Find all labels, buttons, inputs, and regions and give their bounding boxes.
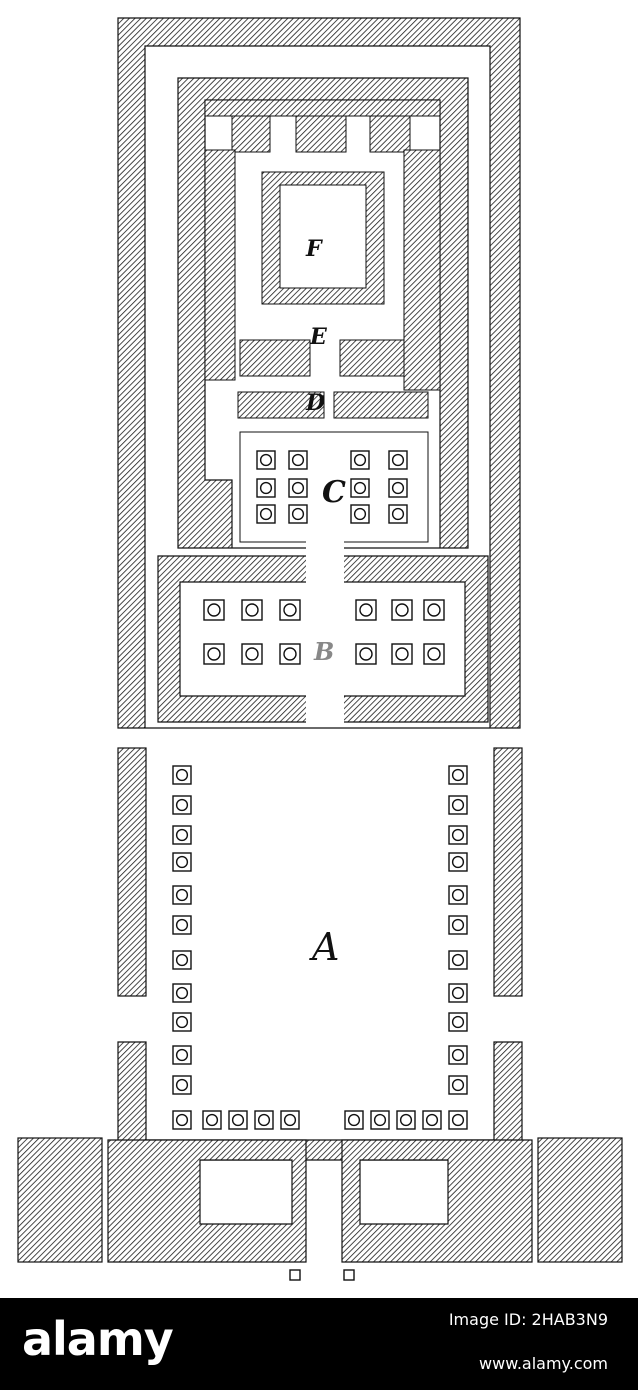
column bbox=[172, 795, 192, 815]
column bbox=[256, 504, 276, 524]
column bbox=[396, 1110, 416, 1130]
brand-logo: alamy bbox=[22, 1312, 174, 1366]
column bbox=[172, 852, 192, 872]
column bbox=[288, 478, 308, 498]
hall-c-entrance bbox=[306, 538, 344, 588]
column bbox=[172, 950, 192, 970]
room-label-a: A bbox=[309, 925, 339, 969]
column-group bbox=[172, 450, 468, 1130]
column bbox=[448, 1110, 468, 1130]
column bbox=[172, 825, 192, 845]
column bbox=[423, 643, 445, 665]
column bbox=[241, 643, 263, 665]
column bbox=[422, 1110, 442, 1130]
court-b-entrance bbox=[306, 680, 344, 726]
column bbox=[448, 915, 468, 935]
column bbox=[203, 599, 225, 621]
forecourt-wall-left bbox=[117, 747, 147, 997]
gate-post-left bbox=[289, 1269, 301, 1281]
column bbox=[279, 643, 301, 665]
column bbox=[172, 1110, 192, 1130]
column bbox=[172, 915, 192, 935]
column bbox=[448, 885, 468, 905]
enclosure-wall bbox=[117, 17, 521, 729]
column bbox=[172, 1012, 192, 1032]
column bbox=[172, 983, 192, 1003]
column bbox=[448, 1012, 468, 1032]
pylon-left bbox=[107, 1139, 307, 1263]
column bbox=[448, 825, 468, 845]
column bbox=[203, 643, 225, 665]
column bbox=[355, 599, 377, 621]
column bbox=[256, 478, 276, 498]
column bbox=[280, 1110, 300, 1130]
column bbox=[350, 450, 370, 470]
column bbox=[391, 599, 413, 621]
column bbox=[388, 504, 408, 524]
column bbox=[388, 450, 408, 470]
column bbox=[288, 504, 308, 524]
column bbox=[448, 1075, 468, 1095]
forecourt-wall-right bbox=[493, 747, 523, 997]
column bbox=[350, 478, 370, 498]
column bbox=[256, 450, 276, 470]
column bbox=[370, 1110, 390, 1130]
column bbox=[344, 1110, 364, 1130]
column bbox=[172, 1045, 192, 1065]
room-label-d: D bbox=[305, 390, 325, 416]
gate-post-right bbox=[343, 1269, 355, 1281]
column bbox=[448, 1045, 468, 1065]
temple-floor-plan-drawing: F E D C B A bbox=[17, 17, 623, 1281]
column bbox=[254, 1110, 274, 1130]
room-label-c: C bbox=[322, 475, 346, 510]
column bbox=[448, 765, 468, 785]
column bbox=[228, 1110, 248, 1130]
room-label-e: E bbox=[309, 324, 328, 350]
column bbox=[288, 450, 308, 470]
room-label-b: B bbox=[313, 637, 334, 666]
column bbox=[350, 504, 370, 524]
room-label-f: F bbox=[305, 236, 323, 262]
court-b-wall bbox=[157, 555, 489, 723]
column bbox=[448, 852, 468, 872]
temple-floor-plan: F E D C B A bbox=[17, 17, 623, 1281]
stock-footer: alamy Image ID: 2HAB3N9 www.alamy.com bbox=[0, 1298, 638, 1390]
column bbox=[448, 950, 468, 970]
column bbox=[423, 599, 445, 621]
column bbox=[202, 1110, 222, 1130]
column bbox=[172, 1075, 192, 1095]
column bbox=[448, 795, 468, 815]
column bbox=[172, 765, 192, 785]
column bbox=[448, 983, 468, 1003]
tower-right bbox=[537, 1137, 623, 1263]
column bbox=[241, 599, 263, 621]
column bbox=[355, 643, 377, 665]
sanctuary-f bbox=[279, 184, 367, 289]
image-id-text: Image ID: 2HAB3N9 bbox=[448, 1310, 608, 1329]
column bbox=[279, 599, 301, 621]
site-url-text[interactable]: www.alamy.com bbox=[479, 1354, 608, 1373]
pylon-right bbox=[341, 1139, 533, 1263]
column bbox=[388, 478, 408, 498]
column bbox=[172, 885, 192, 905]
tower-left bbox=[17, 1137, 103, 1263]
column bbox=[391, 643, 413, 665]
